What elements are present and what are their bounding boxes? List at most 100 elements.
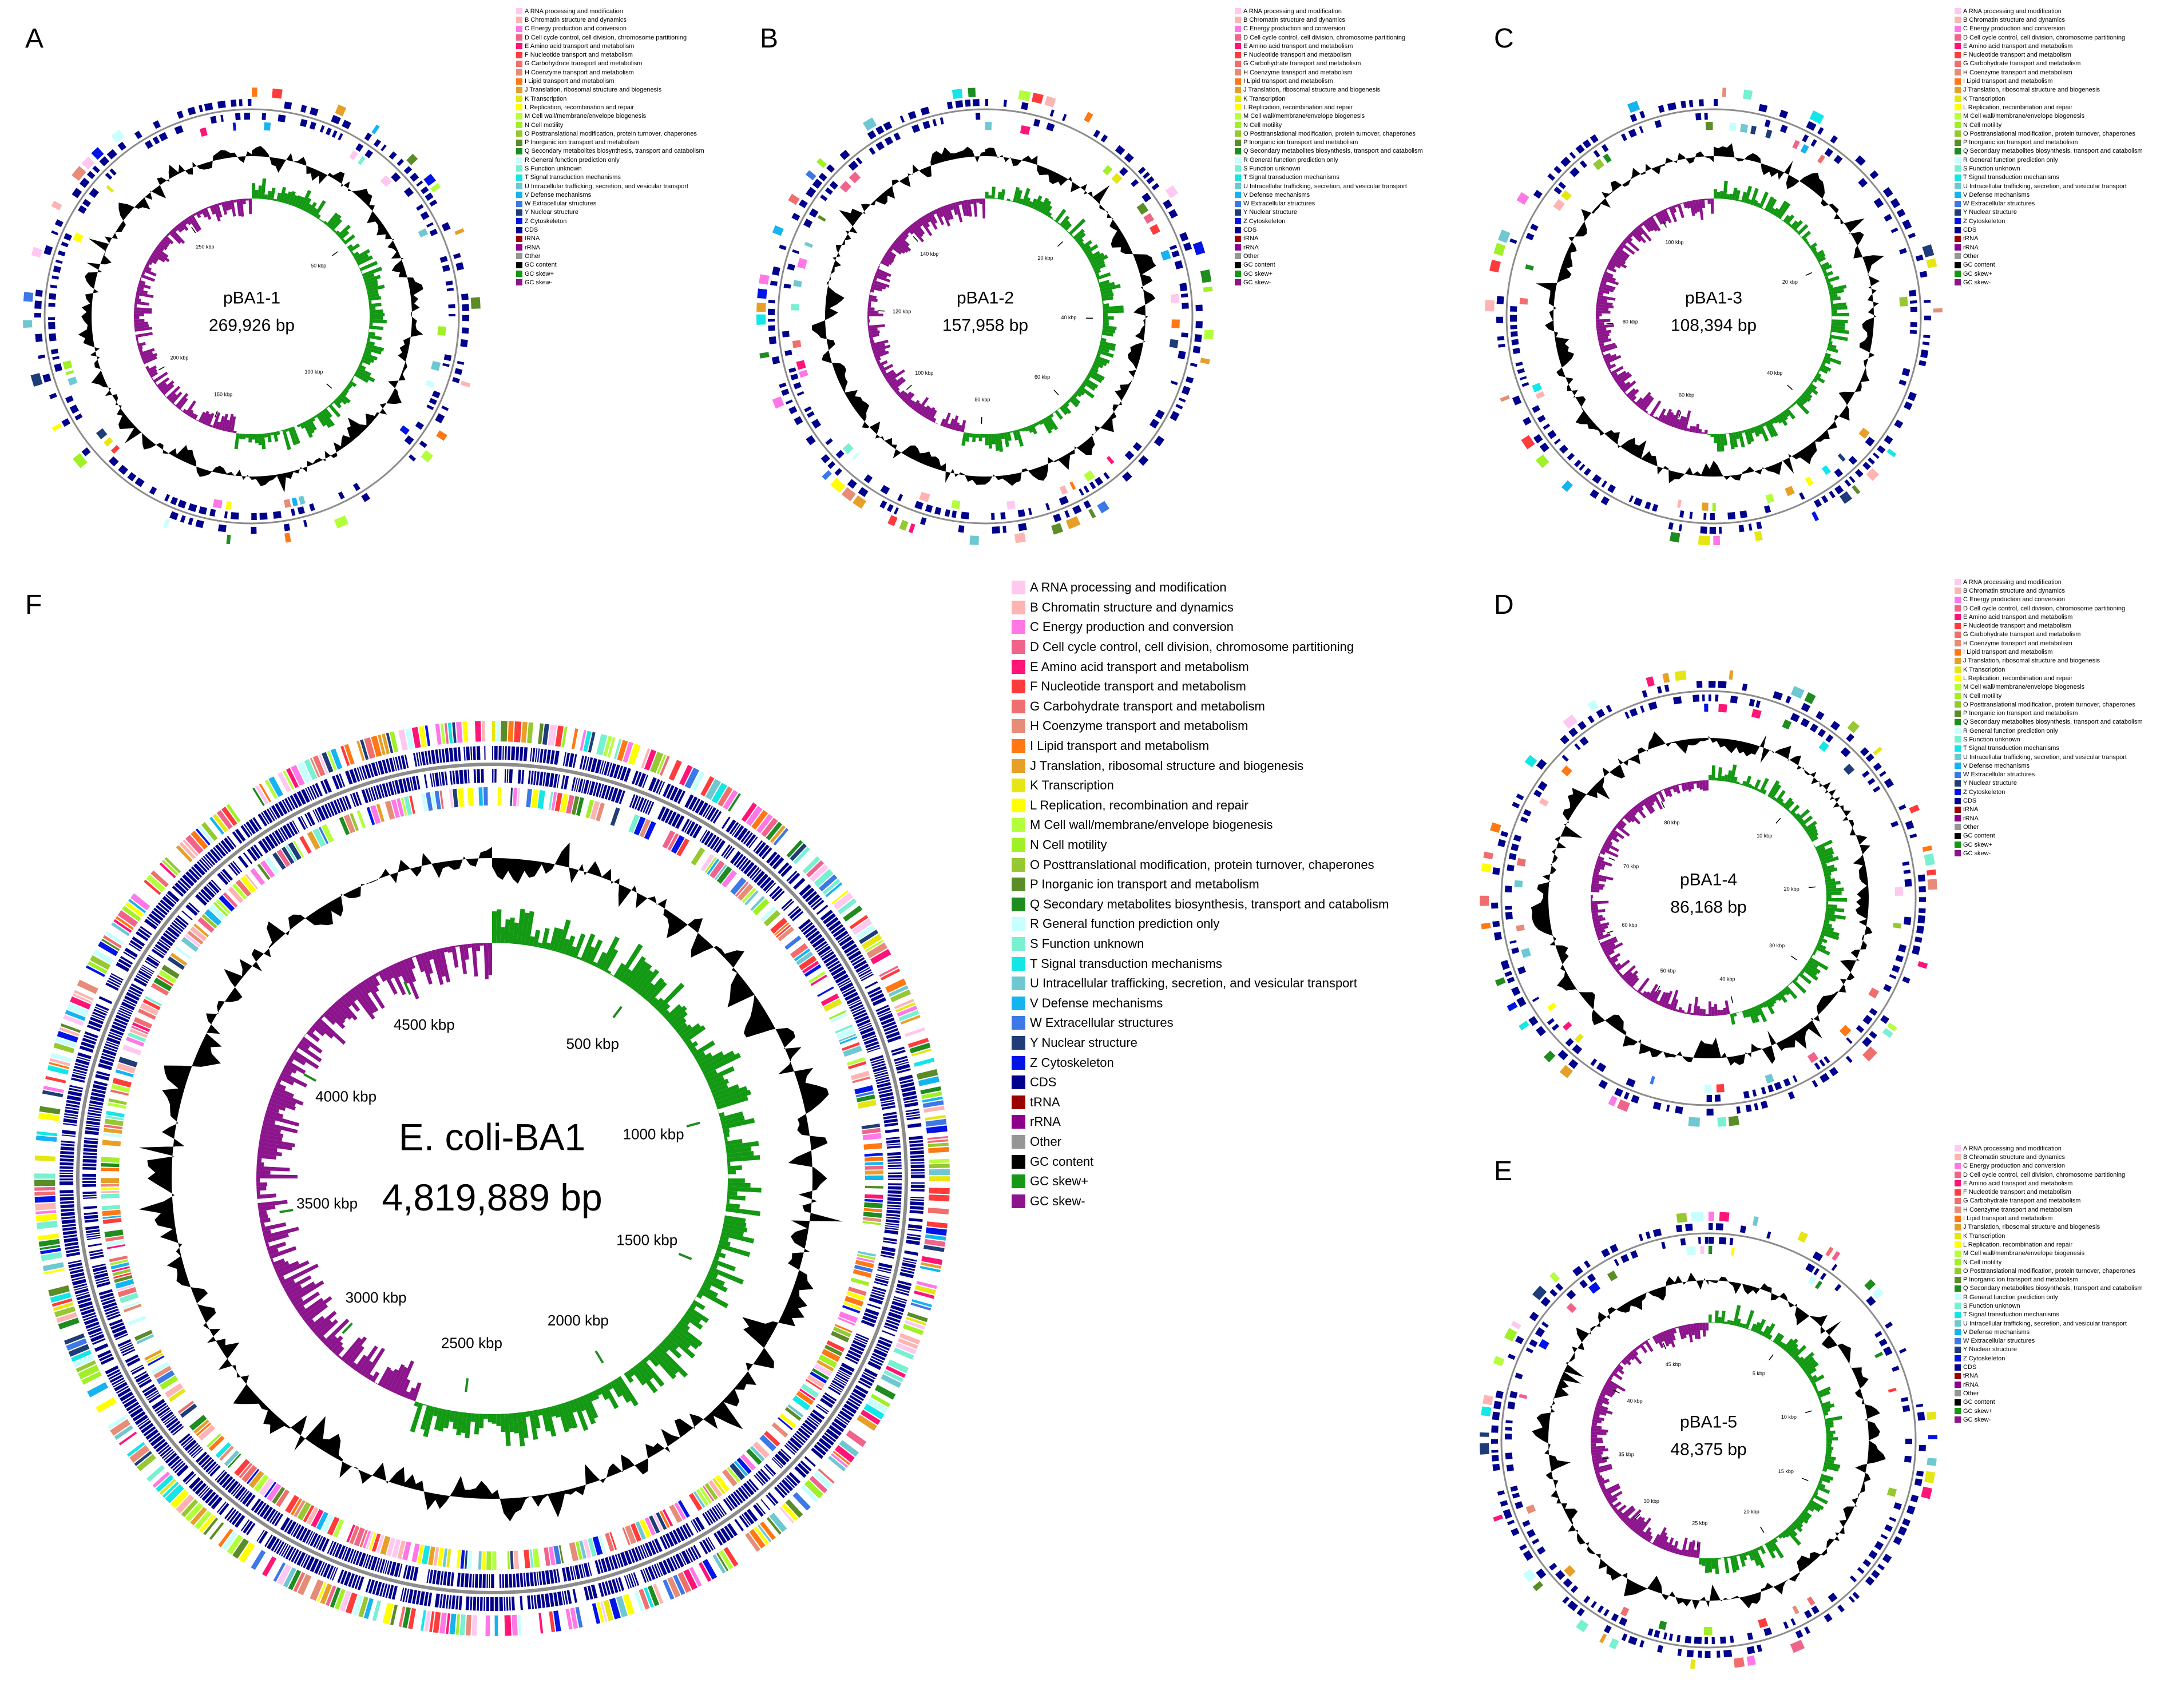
gene-feature: [951, 499, 961, 509]
gene-feature: [89, 188, 99, 199]
gc-skew-positive: [985, 434, 989, 446]
gene-feature: [452, 788, 458, 808]
gene-feature: [1833, 154, 1843, 164]
gene-feature: [458, 1595, 462, 1610]
gc-skew-positive: [965, 432, 970, 442]
gene-feature: [1844, 479, 1852, 487]
gc-skew-positive: [1049, 413, 1054, 418]
gc-skew-negative: [909, 224, 925, 243]
gc-skew-positive: [339, 230, 350, 240]
gene-feature: [1779, 124, 1788, 133]
gene-feature: [796, 391, 804, 396]
gene-feature: [483, 787, 488, 806]
gene-feature: [35, 1135, 57, 1142]
gene-feature: [416, 204, 424, 211]
gene-feature: [1497, 336, 1505, 341]
gc-skew-negative: [135, 295, 140, 299]
gene-feature: [509, 1597, 512, 1611]
gc-skew-positive: [1087, 372, 1103, 383]
gene-feature: [1533, 434, 1543, 444]
gc-skew-positive: [1016, 189, 1022, 204]
gene-feature: [84, 1137, 98, 1141]
gc-skew-negative: [875, 271, 887, 279]
gc-skew-negative: [899, 233, 907, 240]
gene-feature: [134, 130, 142, 140]
gene-feature: [505, 746, 507, 760]
legend-label: CDS: [1243, 227, 1257, 234]
gene-feature: [1872, 452, 1880, 459]
gene-feature: [691, 847, 705, 866]
gene-feature: [490, 1597, 494, 1611]
gc-skew-positive: [330, 219, 343, 231]
gene-feature: [174, 125, 184, 134]
gc-skew-positive: [350, 251, 354, 255]
legend-label: Y Nuclear structure: [1243, 209, 1297, 216]
gc-skew-negative: [154, 247, 169, 259]
gc-skew-negative: [954, 422, 960, 431]
gene-feature: [423, 1591, 429, 1606]
gene-feature: [887, 1164, 902, 1168]
gene-feature: [300, 118, 308, 128]
gc-skew-negative: [973, 199, 978, 217]
legend-entry: I Lipid transport and metabolism: [516, 77, 704, 85]
gene-feature: [883, 121, 893, 131]
gc-skew-positive: [302, 421, 313, 438]
gene-feature: [81, 447, 91, 457]
gene-feature: [60, 1146, 75, 1151]
legend-swatch: [516, 17, 522, 23]
gc-skew-negative: [215, 203, 223, 218]
gc-skew-negative: [209, 205, 216, 215]
gene-feature: [96, 1397, 117, 1413]
gc-skew-positive: [1061, 220, 1070, 229]
gene-feature: [51, 200, 62, 211]
gc-skew-positive: [1079, 241, 1085, 247]
gene-feature: [549, 1569, 554, 1584]
gene-feature: [34, 300, 42, 309]
gc-skew-positive: [1006, 199, 1010, 201]
gene-feature: [1149, 224, 1160, 235]
gene-feature: [429, 199, 438, 207]
gc-skew-positive: [1018, 198, 1024, 205]
gene-feature: [1170, 293, 1180, 303]
gc-skew-positive: [323, 408, 332, 418]
gc-skew-negative: [158, 242, 168, 251]
gc-skew-negative: [144, 265, 152, 272]
gc-skew-negative: [195, 211, 201, 219]
gene-feature: [944, 509, 950, 517]
gene-feature: [358, 156, 366, 165]
gc-skew-negative: [239, 199, 244, 217]
gene-feature: [853, 495, 867, 509]
gene-feature: [1713, 535, 1721, 545]
gene-feature: [204, 102, 213, 111]
gene-feature: [247, 99, 252, 106]
gc-skew-positive: [364, 347, 382, 355]
legend-swatch: [1235, 174, 1241, 181]
gene-feature: [820, 194, 828, 201]
gene-feature: [504, 1615, 512, 1636]
gene-feature: [101, 1168, 120, 1172]
gene-feature: [176, 110, 184, 119]
gene-feature: [1103, 165, 1113, 176]
legend-swatch: [516, 148, 522, 154]
gene-feature: [526, 1573, 530, 1587]
gene-feature: [768, 308, 775, 315]
gc-skew-negative: [455, 945, 459, 947]
legend-swatch: [1235, 86, 1241, 93]
gc-skew-positive: [369, 319, 387, 324]
gc-skew-negative: [233, 431, 237, 434]
gene-feature: [1170, 411, 1180, 422]
gene-feature: [35, 1202, 56, 1211]
legend-label: A RNA processing and modification: [1963, 7, 2062, 15]
gene-feature: [514, 721, 522, 743]
kbp-tick-label: 3500 kbp: [296, 1195, 358, 1212]
gc-skew-positive: [252, 183, 256, 199]
gc-skew-negative: [160, 380, 175, 393]
gene-feature: [449, 771, 453, 785]
legend-entry: W Extracellular structures: [516, 200, 704, 208]
legend-entry: O Posttranslational modification, protei…: [516, 129, 704, 138]
gene-feature: [806, 411, 815, 418]
gc-skew-negative: [890, 244, 902, 255]
gene-feature: [887, 1158, 902, 1162]
gene-feature: [187, 106, 196, 116]
gc-skew-negative: [923, 214, 931, 223]
